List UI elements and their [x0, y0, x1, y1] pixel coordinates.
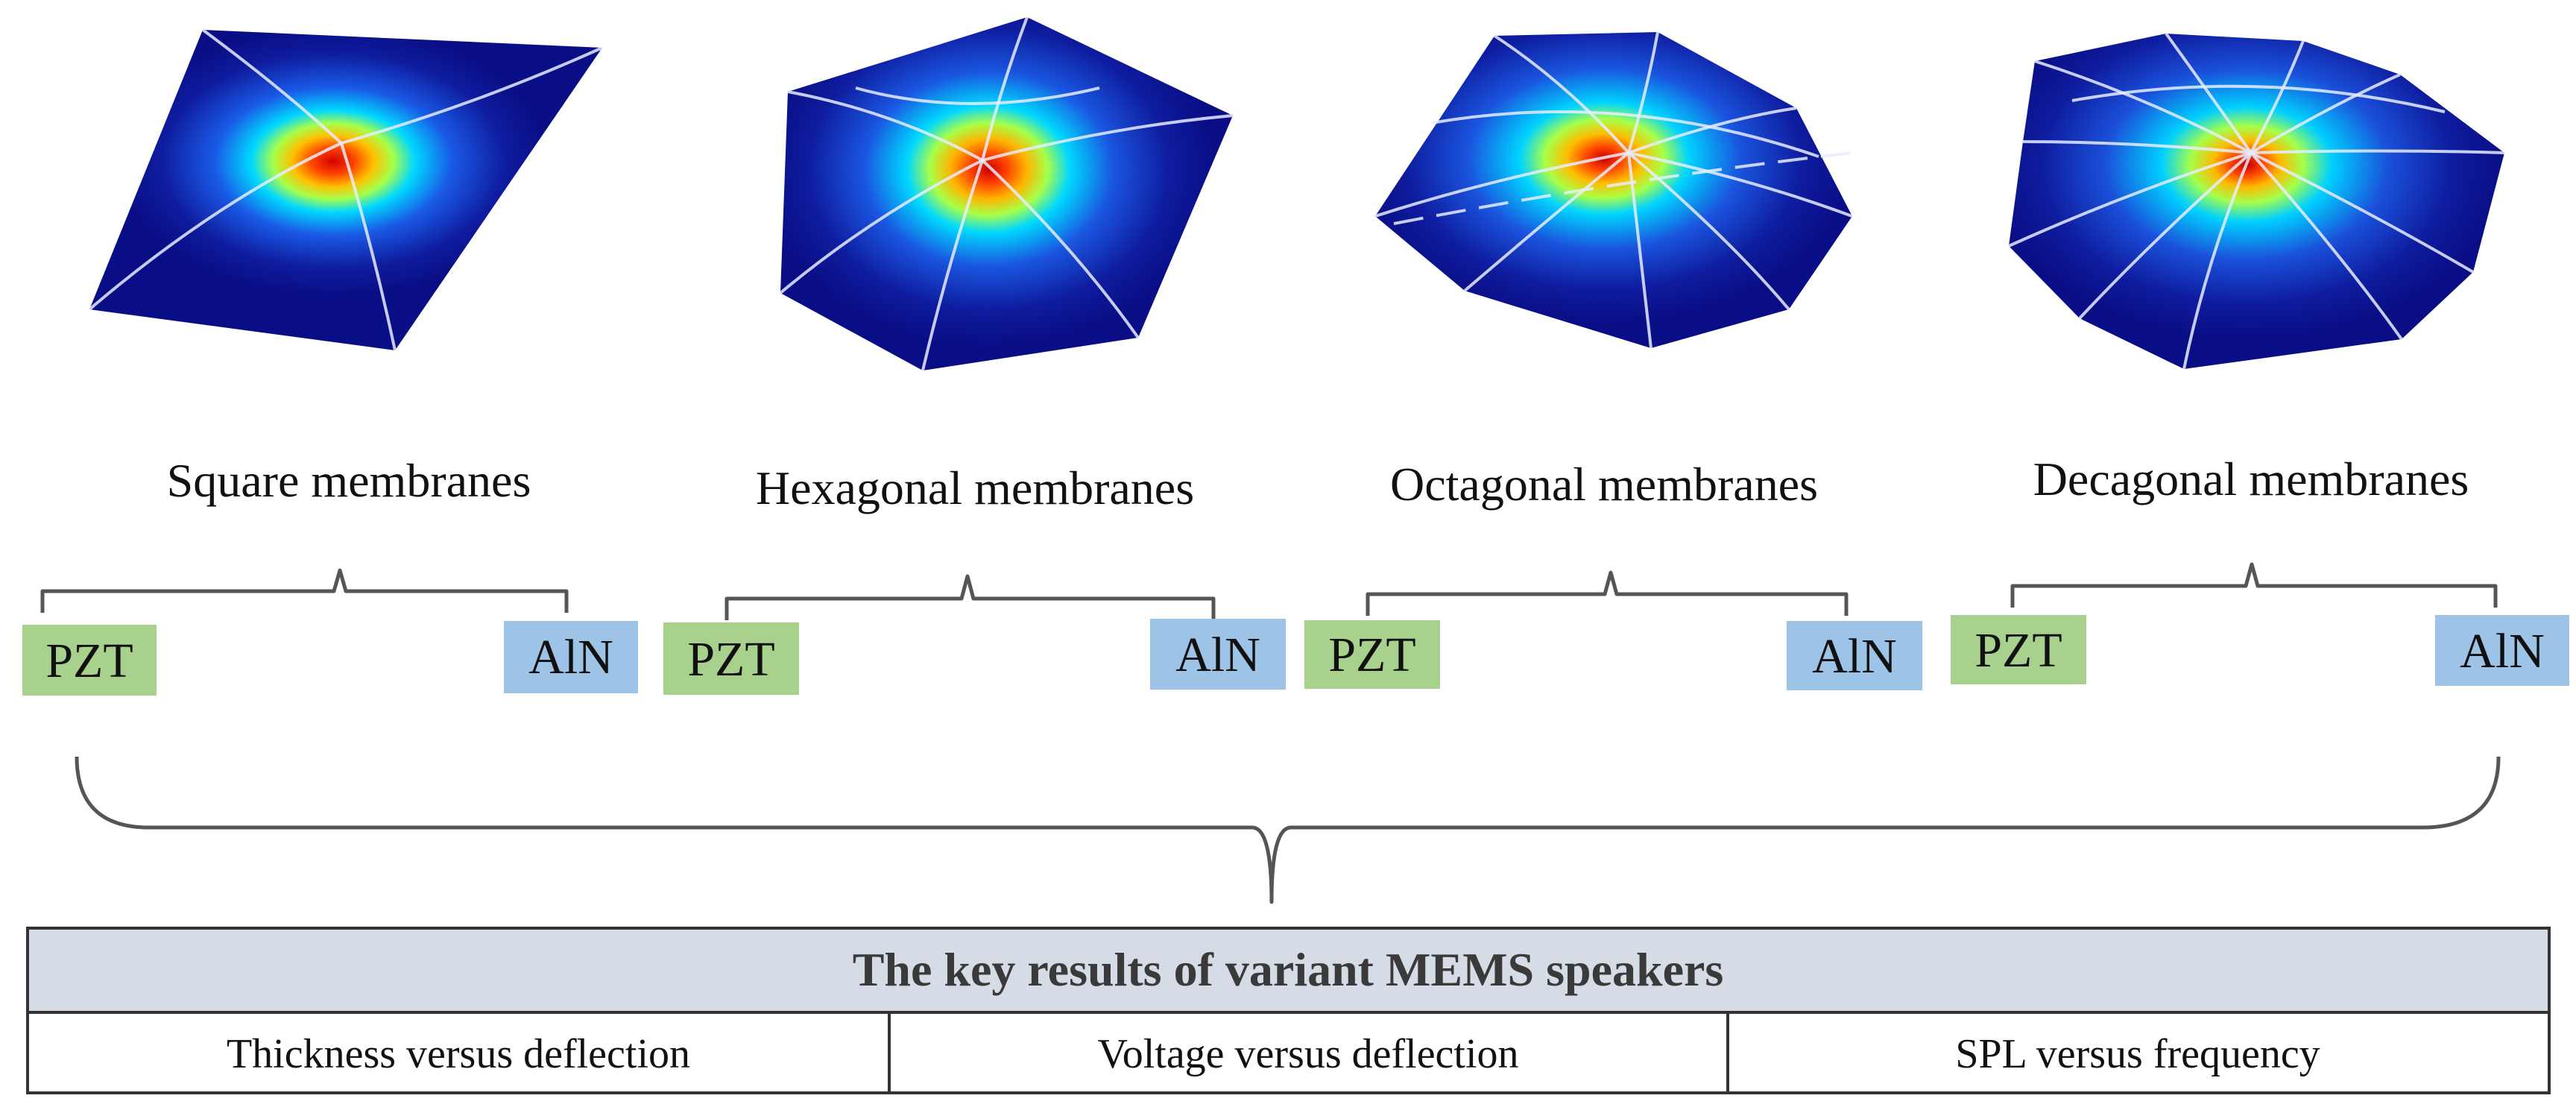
square-membrane-mesh	[88, 28, 603, 351]
aln-tag-square	[504, 621, 638, 693]
hexagonal-membrane-figure	[779, 16, 1234, 371]
tag-group-hexagonal: PZT AlN	[663, 619, 1286, 695]
pzt-tag-octagonal	[1304, 620, 1440, 689]
tag-group-square: PZT AlN	[22, 621, 638, 696]
brace-hexagonal	[724, 574, 1216, 620]
hexagonal-membrane-mesh	[779, 16, 1234, 371]
aln-tag-octagonal	[1787, 621, 1922, 690]
tag-group-decagonal: PZT AlN	[1951, 615, 2569, 686]
octagonal-membrane-mesh	[1374, 31, 1853, 349]
brace-decagonal	[2010, 562, 2498, 608]
square-membrane-surface	[89, 30, 602, 350]
membrane-label-decagonal: Decagonal membranes	[2033, 453, 2469, 505]
results-table-header	[26, 927, 2551, 1014]
aln-tag-decagonal-label: AlN	[2460, 624, 2545, 678]
octagonal-membrane-surface	[1375, 32, 1852, 348]
tag-group-octagonal: PZT AlN	[1304, 620, 1922, 690]
pzt-tag-octagonal-label: PZT	[1328, 628, 1415, 682]
membrane-label-hexagonal: Hexagonal membranes	[756, 461, 1194, 514]
aln-tag-square-label: AlN	[528, 630, 613, 684]
results-cell-spl: SPL versus frequency	[1955, 1031, 2320, 1077]
octagonal-membrane-figure	[1374, 31, 1853, 349]
hexagonal-membrane-surface	[780, 17, 1233, 371]
pzt-tag-hexagonal-label: PZT	[687, 632, 774, 687]
aln-tag-hexagonal	[1150, 619, 1286, 690]
pzt-tag-decagonal-label: PZT	[1974, 623, 2062, 678]
pzt-tag-square-label: PZT	[45, 634, 133, 688]
membrane-label-square: Square membranes	[167, 454, 531, 507]
results-table: The key results of variant MEMS speakers…	[26, 927, 2551, 1094]
results-table-title: The key results of variant MEMS speakers	[853, 943, 1724, 996]
decagonal-membrane-mesh	[2008, 32, 2505, 370]
results-cell-thickness: Thickness versus deflection	[227, 1031, 690, 1077]
results-table-row	[26, 1011, 2551, 1094]
aln-tag-decagonal	[2435, 615, 2569, 686]
aln-tag-hexagonal-label: AlN	[1175, 628, 1260, 682]
decagonal-membrane-surface	[2009, 34, 2504, 369]
brace-octagonal	[1366, 570, 1849, 616]
brace-overall	[75, 756, 2501, 904]
brace-square	[40, 568, 569, 613]
square-membrane-figure	[88, 28, 603, 351]
pzt-tag-hexagonal	[663, 622, 799, 695]
decagonal-membrane-figure	[2008, 32, 2505, 370]
aln-tag-octagonal-label: AlN	[1812, 629, 1897, 684]
results-cell-voltage: Voltage versus deflection	[1097, 1031, 1518, 1077]
membrane-label-octagonal: Octagonal membranes	[1390, 458, 1818, 511]
pzt-tag-square	[22, 625, 157, 696]
pzt-tag-decagonal	[1951, 615, 2086, 684]
